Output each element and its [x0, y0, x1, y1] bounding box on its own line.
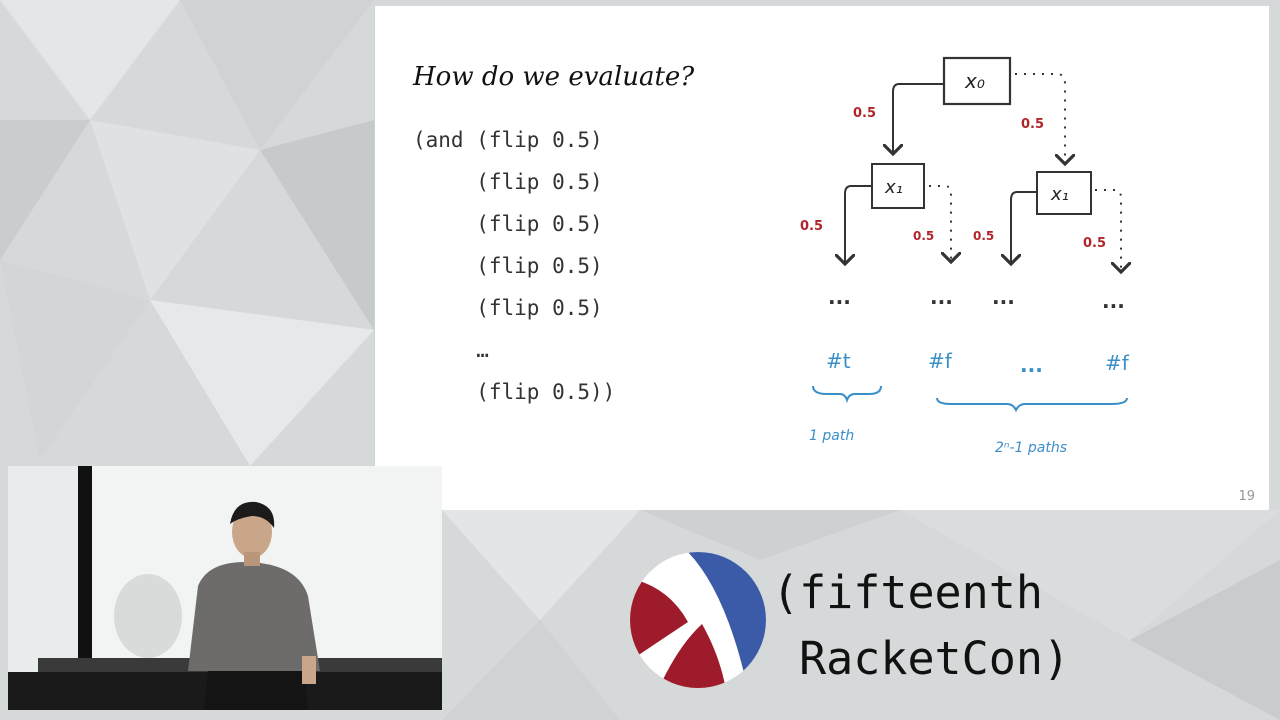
presentation-slide: How do we evaluate? (and (flip 0.5) (fli… — [374, 6, 1269, 510]
tree-edge — [1011, 191, 1037, 264]
tree-edge — [845, 185, 872, 264]
brace-left — [812, 385, 882, 404]
outcome-false: #f — [928, 349, 953, 373]
slide-title: How do we evaluate? — [413, 62, 695, 92]
tree-edge — [893, 83, 944, 154]
code-line: (flip 0.5) — [413, 254, 603, 278]
code-line: (flip 0.5) — [413, 296, 603, 320]
edge-probability: 0.5 — [973, 229, 994, 243]
leaf-ellipsis: ... — [992, 285, 1015, 309]
outcome-true: #t — [826, 349, 851, 373]
probability-tree-diagram: x₀ 0.5 0.5 x₁ 0.5 0.5 x₁ 0.5 0.5 ... ...… — [800, 56, 1269, 456]
outcome-false: #f — [1105, 351, 1130, 375]
tree-edge-dotted — [929, 185, 951, 262]
edge-probability: 0.5 — [853, 106, 876, 121]
edge-probability: 0.5 — [913, 229, 934, 243]
edge-probability: 0.5 — [1083, 236, 1106, 251]
brace-right-label: 2ⁿ-1 paths — [995, 440, 1067, 456]
tree-node-left-label: x₁ — [884, 177, 903, 198]
edge-probability: 0.5 — [800, 219, 823, 234]
speaker-video-frame — [8, 466, 442, 710]
code-line: … — [413, 338, 489, 362]
branding-line-2: RacketCon) — [772, 632, 1071, 685]
slide-page-number: 19 — [1238, 489, 1255, 504]
speaker-video — [8, 466, 442, 710]
conference-branding: (fifteenth RacketCon) — [772, 560, 1070, 692]
leaf-ellipsis: ... — [828, 285, 851, 309]
branding-line-1: (fifteenth — [772, 566, 1043, 619]
edge-probability: 0.5 — [1021, 117, 1044, 132]
brace-left-label: 1 path — [809, 428, 854, 444]
tree-node-root-label: x₀ — [964, 69, 985, 93]
outcome-ellipsis: ... — [1020, 353, 1043, 377]
code-line: (flip 0.5) — [413, 212, 603, 236]
tree-node-right-label: x₁ — [1050, 184, 1069, 205]
tree-node-root — [942, 56, 1012, 106]
brace-right — [936, 397, 1128, 413]
leaf-ellipsis: ... — [1102, 289, 1125, 313]
tree-edge-dotted — [1095, 189, 1121, 272]
code-line: (flip 0.5) — [413, 170, 603, 194]
code-line: (and (flip 0.5) — [413, 128, 603, 152]
code-line: (flip 0.5)) — [413, 380, 616, 404]
racket-logo — [630, 552, 766, 688]
leaf-ellipsis: ... — [930, 285, 953, 309]
